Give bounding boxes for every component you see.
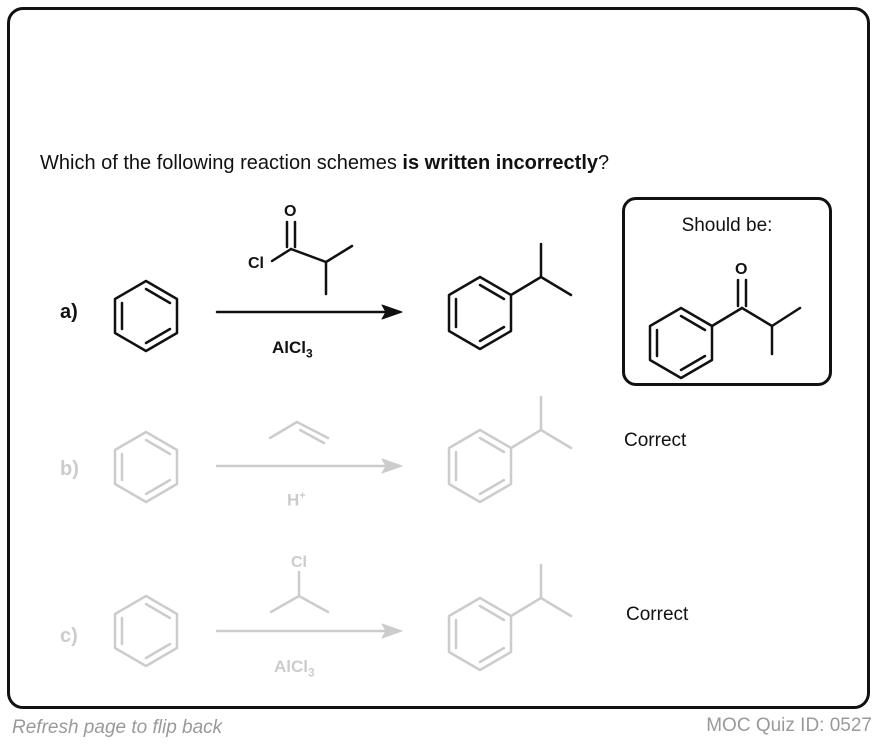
quiz-id: MOC Quiz ID: 0527 [706, 715, 872, 736]
benzene-ring-icon [113, 430, 179, 504]
propene-structure-icon [268, 420, 330, 445]
answer-box: Should be: [622, 197, 832, 386]
scheme-b-verdict: Correct [624, 430, 687, 451]
atom-chlorine-label: Cl [248, 255, 264, 272]
quiz-card[interactable] [7, 7, 870, 709]
flip-back-hint: Refresh page to flip back [12, 717, 223, 738]
scheme-b-label: b) [60, 458, 79, 480]
isopropyl-chloride-structure-icon [269, 570, 330, 614]
atom-oxygen-label: O [284, 203, 296, 220]
scheme-a-catalyst: AlCl3 [272, 338, 313, 361]
answer-oxygen-label: O [735, 261, 747, 278]
reaction-arrow-icon [215, 458, 403, 474]
scheme-b-catalyst: H+ [287, 490, 306, 510]
scheme-c-label: c) [60, 625, 78, 647]
benzene-ring-icon [113, 279, 179, 353]
scheme-a-label: a) [60, 301, 78, 323]
scheme-c-chlorine-label: Cl [291, 554, 307, 571]
acyl-chloride-structure-icon [270, 220, 354, 296]
cumene-structure-icon [447, 563, 573, 672]
scheme-c-verdict: Correct [626, 604, 689, 625]
reaction-arrow-icon [215, 304, 403, 320]
reaction-arrow-icon [215, 623, 403, 639]
question-text: Which of the following reaction schemes … [40, 152, 610, 174]
isobutyrophenone-structure-icon [648, 278, 802, 380]
scheme-c-catalyst: AlCl3 [274, 657, 315, 680]
benzene-ring-icon [113, 594, 179, 668]
answer-box-title: Should be: [681, 215, 773, 236]
cumene-structure-icon [447, 242, 573, 351]
cumene-structure-icon [447, 395, 573, 504]
